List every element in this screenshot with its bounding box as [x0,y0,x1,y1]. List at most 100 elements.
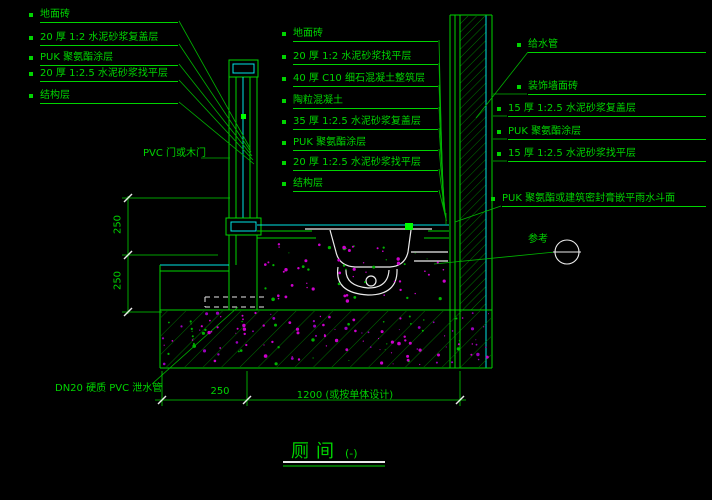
concrete-speckle [424,270,426,273]
concrete-speckle [475,343,478,346]
concrete-speckle [445,346,447,348]
concrete-speckle [337,282,341,286]
concrete-speckle [272,317,276,320]
concrete-speckle [318,243,321,247]
concrete-speckle [319,315,322,318]
concrete-speckle [235,341,239,344]
concrete-speckle [342,264,346,267]
layer-note: 地面砖 [29,8,178,23]
concrete-speckle [382,246,385,249]
concrete-speckle [161,337,165,340]
title-underline [283,461,385,467]
concrete-speckle [277,294,280,298]
drain-pipe-note: DN20 硬质 PVC 泄水管 [55,382,162,396]
layer-note-label: 结构层 [293,178,323,189]
door-type-note-label: PVC 门或木门 [143,148,207,159]
grip-marker [29,56,33,60]
concrete-speckle [236,327,239,330]
concrete-speckle [192,338,194,340]
grip-marker [517,43,521,47]
concrete-speckle [201,331,205,335]
concrete-speckle [432,321,435,324]
grip-marker [497,107,501,111]
concrete-speckle [242,323,246,328]
concrete-speckle [390,340,394,344]
concrete-speckle [461,317,464,319]
concrete-speckle [313,324,317,328]
concrete-speckle [352,275,354,278]
layer-note-label: 20 厚 1:2.5 水泥砂浆找平层 [293,157,421,168]
concrete-speckle [296,331,300,335]
layer-note-label: 装饰墙面砖 [528,81,578,92]
concrete-speckle [343,294,347,298]
concrete-speckle [393,280,396,283]
concrete-speckle [204,328,207,332]
layer-note-label: PUK 聚氨酯涂层 [508,126,582,137]
layer-note-label: 35 厚 1:2.5 水泥砂浆复盖层 [293,116,421,127]
concrete-speckle [252,330,254,333]
concrete-speckle [290,284,294,287]
concrete-speckle [403,335,406,338]
concrete-speckle [364,281,366,284]
concrete-speckle [267,261,270,264]
concrete-speckle [361,332,363,334]
concrete-speckle [311,287,315,291]
concrete-speckle [216,326,219,329]
leader-lines [151,20,556,385]
grip-marker [282,120,286,124]
concrete-speckle [241,320,243,323]
concrete-speckle [284,268,288,272]
concrete-speckle [306,286,308,289]
layer-note: 20 厚 1:2 水泥砂浆复盖层 [29,31,178,46]
concrete-speckle [362,262,365,264]
concrete-speckle [180,325,183,328]
concrete-speckle [475,339,477,341]
concrete-speckle [353,296,357,299]
concrete-speckle [382,321,385,323]
reference-note: 参考 [528,233,548,247]
concrete-speckle [380,330,384,334]
concrete-speckle [458,339,461,342]
concrete-speckle [396,257,400,261]
grip-marker [282,99,286,103]
concrete-speckle [444,335,446,337]
concrete-speckle [404,339,407,342]
concrete-speckle [392,363,394,365]
concrete-speckle [423,319,425,321]
layer-note-label: PUK 聚氨酯涂层 [293,137,367,148]
concrete-speckle [334,338,339,343]
concrete-speckle [408,315,411,318]
concrete-speckle [352,267,356,271]
concrete-speckle [274,323,277,327]
layer-note-label: 20 厚 1:2 水泥砂浆复盖层 [40,32,159,43]
concrete-speckle [345,268,347,271]
concrete-speckle [191,330,193,332]
concrete-speckle [477,358,480,361]
grip-marker [282,32,286,36]
layer-note-label: 20 厚 1:2.5 水泥砂浆找平层 [40,68,168,79]
dim-label-bottom-left: 250 [210,386,230,397]
concrete-speckle [470,353,473,356]
concrete-speckle [189,320,192,323]
layer-note: PUK 聚氨酯或建筑密封膏嵌平雨水斗面 [491,192,706,207]
concrete-speckle [380,361,384,365]
concrete-speckle [284,295,288,299]
grip-marker [282,55,286,59]
layer-note-label: 地面砖 [40,9,70,20]
concrete-speckle [271,340,274,344]
drawing-title: 厕间(-) [291,437,358,463]
concrete-speckle [307,268,310,271]
concrete-speckle [485,355,489,359]
concrete-speckle [190,327,193,330]
layer-note: 15 厚 1:2.5 水泥砂浆复盖层 [497,102,706,117]
concrete-speckle [376,247,379,250]
detail-reference-symbol [553,239,581,265]
layer-note: 20 厚 1:2 水泥砂浆找平层 [282,50,438,65]
concrete-speckle [337,258,341,262]
concrete-speckle [219,347,222,349]
concrete-speckle [476,352,480,357]
concrete-speckle [471,343,473,345]
concrete-speckle [456,347,460,351]
concrete-speckle [315,334,317,337]
concrete-speckle [416,348,419,350]
